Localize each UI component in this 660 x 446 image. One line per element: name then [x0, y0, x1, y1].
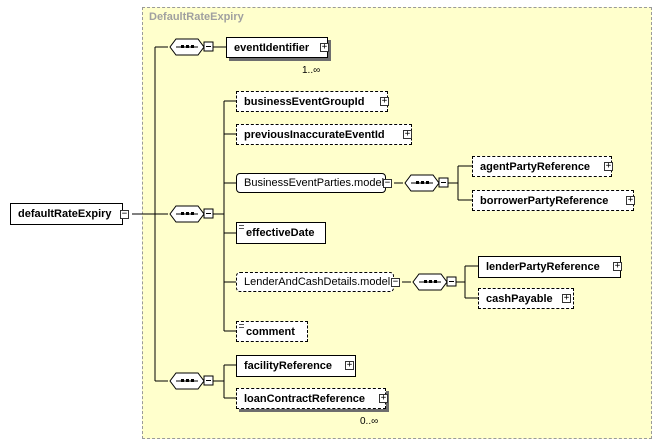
- root-element[interactable]: defaultRateExpiry: [10, 203, 123, 225]
- loan-contract-reference-label: loanContractReference: [244, 392, 366, 405]
- group-title: DefaultRateExpiry: [149, 11, 244, 23]
- element-facility-reference[interactable]: facilityReference: [236, 355, 356, 377]
- element-event-identifier[interactable]: eventIdentifier: [226, 37, 328, 58]
- group-business-event-parties-model[interactable]: BusinessEventParties.model: [236, 173, 386, 193]
- collapse-icon[interactable]: −: [120, 209, 129, 219]
- business-event-parties-model-label: BusinessEventParties.model: [244, 177, 385, 189]
- collapse-icon[interactable]: −: [383, 178, 392, 188]
- agent-party-reference-label: agentPartyReference: [480, 160, 591, 173]
- group-lender-and-cash-details-model[interactable]: LenderAndCashDetails.model: [236, 272, 394, 292]
- expand-icon[interactable]: +: [626, 195, 635, 205]
- cash-payable-label: cashPayable: [486, 292, 553, 305]
- event-identifier-label: eventIdentifier: [234, 41, 310, 54]
- collapse-icon[interactable]: −: [391, 277, 400, 287]
- element-agent-party-reference[interactable]: agentPartyReference: [472, 156, 612, 177]
- element-loan-contract-reference[interactable]: loanContractReference: [236, 388, 386, 409]
- expand-icon[interactable]: +: [345, 360, 354, 370]
- element-previous-inaccurate-event-id[interactable]: previousInaccurateEventId: [236, 124, 412, 145]
- expand-icon[interactable]: +: [379, 393, 388, 403]
- cardinality-loan-contract-reference: 0..∞: [360, 416, 379, 427]
- sequence-compositor-top: [169, 38, 214, 56]
- expand-icon[interactable]: +: [403, 129, 412, 139]
- element-lender-party-reference[interactable]: lenderPartyReference: [478, 256, 621, 278]
- element-comment[interactable]: comment: [236, 321, 308, 342]
- expand-icon[interactable]: +: [604, 161, 613, 171]
- effective-date-label: effectiveDate: [246, 227, 315, 239]
- borrower-party-reference-label: borrowerPartyReference: [480, 194, 609, 207]
- element-borrower-party-reference[interactable]: borrowerPartyReference: [472, 190, 634, 211]
- documentation-icon: [239, 225, 244, 227]
- sequence-compositor-bottom: [169, 372, 214, 390]
- root-element-label: defaultRateExpiry: [18, 208, 112, 220]
- expand-icon[interactable]: +: [380, 96, 389, 106]
- facility-reference-label: facilityReference: [244, 360, 333, 372]
- group-box: [142, 7, 652, 439]
- expand-icon[interactable]: +: [613, 261, 622, 271]
- lender-party-reference-label: lenderPartyReference: [486, 261, 600, 273]
- documentation-icon: [239, 324, 244, 326]
- lender-and-cash-details-model-label: LenderAndCashDetails.model: [244, 276, 391, 288]
- element-effective-date[interactable]: effectiveDate: [236, 222, 326, 244]
- sequence-compositor-parties: [404, 174, 449, 192]
- sequence-compositor-middle: [169, 205, 214, 223]
- sequence-compositor-lender: [412, 273, 457, 291]
- element-business-event-group-id[interactable]: businessEventGroupId: [236, 91, 388, 112]
- documentation-icon: [239, 228, 244, 230]
- element-cash-payable[interactable]: cashPayable: [478, 288, 574, 309]
- business-event-group-id-label: businessEventGroupId: [244, 95, 365, 108]
- cardinality-event-identifier: 1..∞: [302, 65, 321, 76]
- expand-icon[interactable]: +: [320, 42, 329, 52]
- previous-inaccurate-event-id-label: previousInaccurateEventId: [244, 128, 385, 141]
- expand-icon[interactable]: +: [562, 293, 571, 303]
- comment-label: comment: [246, 325, 295, 338]
- documentation-icon: [239, 327, 244, 329]
